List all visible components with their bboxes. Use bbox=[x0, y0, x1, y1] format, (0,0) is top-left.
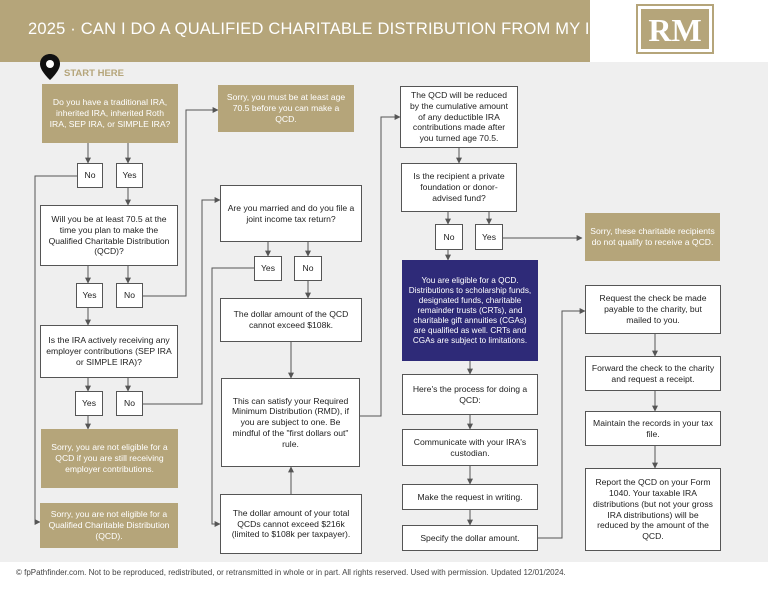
answer-yes: Yes bbox=[76, 283, 103, 308]
step-request-box: Make the request in writing. bbox=[402, 484, 538, 510]
question-married: Are you married and do you file a joint … bbox=[220, 185, 362, 242]
answer-yes: Yes bbox=[75, 391, 103, 416]
step-report-box: Report the QCD on your Form 1040. Your t… bbox=[585, 468, 721, 551]
rmd-note-box: This can satisfy your Required Minimum D… bbox=[221, 378, 360, 467]
rm-logo: RM bbox=[636, 4, 714, 54]
answer-no: No bbox=[77, 163, 103, 188]
sorry-recipients-box: Sorry, these charitable recipients do no… bbox=[585, 213, 720, 261]
limit-single-box: The dollar amount of the QCD cannot exce… bbox=[220, 298, 362, 342]
sorry-age-box: Sorry, you must be at least age 70.5 bef… bbox=[218, 85, 354, 132]
question-age: Will you be at least 70.5 at the time yo… bbox=[40, 205, 178, 266]
page-title: 2025 · CAN I DO A QUALIFIED CHARITABLE D… bbox=[28, 20, 623, 38]
sorry-not-eligible-box: Sorry, you are not eligible for a Qualif… bbox=[40, 503, 178, 548]
limit-joint-box: The dollar amount of your total QCDs can… bbox=[220, 494, 362, 554]
eligible-box: You are eligible for a QCD. Distribution… bbox=[402, 260, 538, 361]
sorry-employer-box: Sorry, you are not eligible for a QCD if… bbox=[41, 429, 178, 488]
question-employer-contributions: Is the IRA actively receiving any employ… bbox=[40, 325, 178, 378]
answer-no: No bbox=[116, 391, 143, 416]
answer-no: No bbox=[116, 283, 143, 308]
footer-copyright: © fpPathfinder.com. Not to be reproduced… bbox=[16, 568, 566, 577]
step-amount-box: Specify the dollar amount. bbox=[402, 525, 538, 551]
header-banner: 2025 · CAN I DO A QUALIFIED CHARITABLE D… bbox=[0, 0, 622, 62]
answer-yes: Yes bbox=[475, 224, 503, 250]
question-private-foundation: Is the recipient a private foundation or… bbox=[401, 163, 517, 212]
start-here-label: START HERE bbox=[64, 68, 124, 79]
qcd-reduced-box: The QCD will be reduced by the cumulativ… bbox=[400, 86, 518, 148]
step-check-box: Request the check be made payable to the… bbox=[585, 285, 721, 334]
answer-yes: Yes bbox=[116, 163, 143, 188]
step-records-box: Maintain the records in your tax file. bbox=[585, 411, 721, 446]
location-pin-icon bbox=[40, 54, 60, 80]
answer-yes: Yes bbox=[254, 256, 282, 281]
step-forward-box: Forward the check to the charity and req… bbox=[585, 356, 721, 391]
answer-no: No bbox=[435, 224, 463, 250]
logo-text: RM bbox=[648, 12, 701, 48]
question-ira-type: Do you have a traditional IRA, inherited… bbox=[42, 84, 178, 143]
step-communicate-box: Communicate with your IRA's custodian. bbox=[402, 429, 538, 466]
process-box: Here's the process for doing a QCD: bbox=[402, 374, 538, 415]
answer-no: No bbox=[294, 256, 322, 281]
